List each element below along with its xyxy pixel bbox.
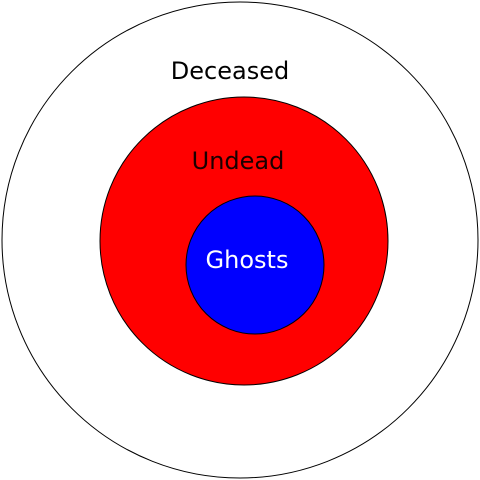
inner-circle-ghosts — [185, 195, 325, 335]
label-ghosts: Ghosts — [206, 246, 289, 274]
label-deceased: Deceased — [171, 57, 289, 85]
label-undead: Undead — [192, 147, 285, 175]
